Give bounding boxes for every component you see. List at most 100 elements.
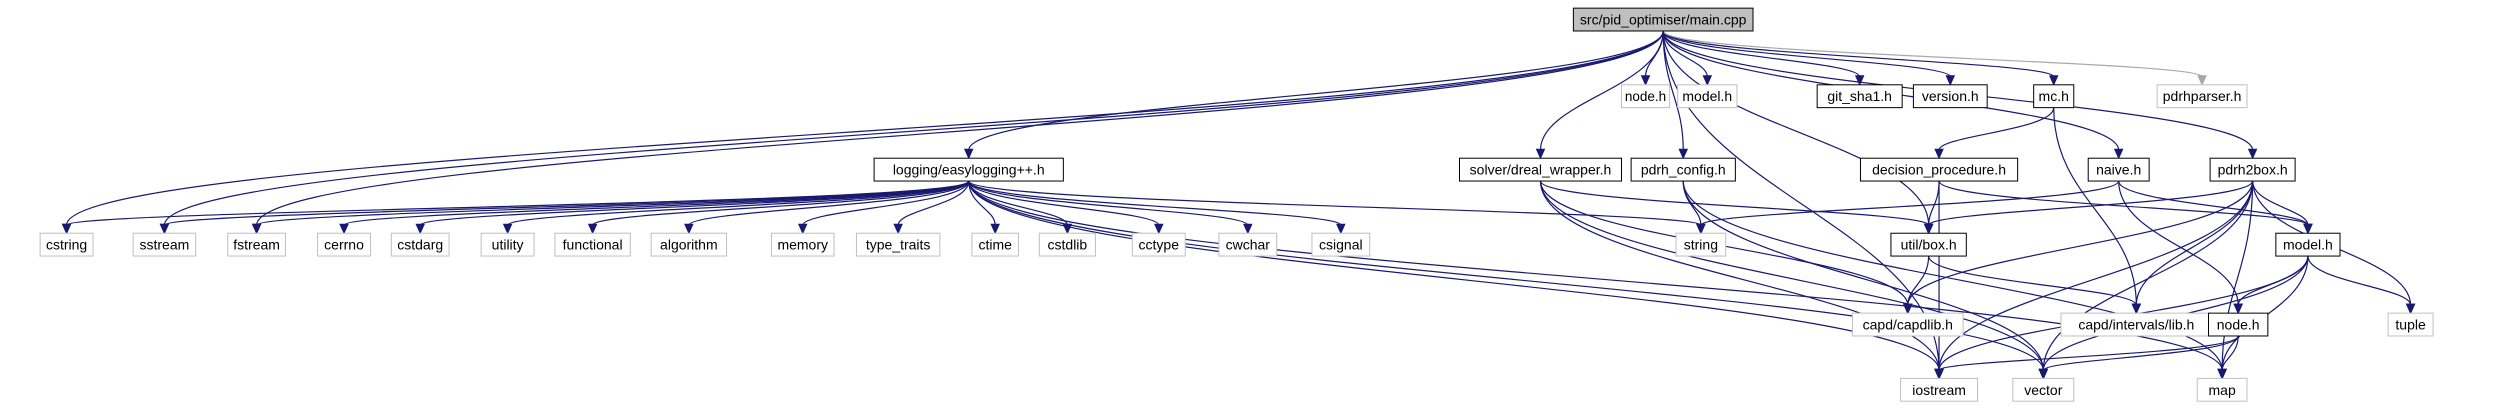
node-type-traits: type_traits [855,232,941,257]
edge-node_h-to-iostream [1934,335,2239,380]
edge-naive-to-string [1696,180,2120,235]
edge-easylogging-to-cstdarg [415,180,970,235]
node-label: pdrh2box.h [2218,162,2288,178]
node-fstream: fstream [227,232,286,257]
edge-pdrh2box-to-model_h [2252,180,2313,235]
edge-easylogging-to-ctime [968,181,1000,235]
node-label: fstream [233,237,280,253]
node-label: cstring [46,237,87,253]
edge-easylogging-to-type_traits [893,180,970,235]
node-label: mc.h [2039,88,2069,104]
node-pdrhparser: pdrhparser.h [2156,84,2248,109]
node-capd-capdlib: capd/capdlib.h [1851,312,1964,337]
edge-easylogging-to-fstream [251,180,970,235]
node-label: cctype [1139,237,1180,253]
edge-model_h-to-tuple [2307,255,2416,315]
node-pdrh2box[interactable]: pdrh2box.h [2209,157,2296,182]
edge-easylogging-to-cerrno [339,180,970,235]
edge-dreal_wrapper-to-vector [1539,181,2049,380]
edge-mc-to-capd_intervals [2053,107,2142,315]
node-iostream: iostream [1900,377,1979,402]
node-sstream: sstream [132,232,197,257]
edge-easylogging-to-functional [587,180,970,235]
node-label: algorithm [660,237,718,253]
node-model-h-top: model.h [1677,84,1738,109]
edge-main-to-git_sha1 [1662,30,1865,87]
node-node-h[interactable]: node.h [2207,312,2269,337]
edge-main-to-sstream [159,30,1664,235]
node-dreal-wrapper[interactable]: solver/dreal_wrapper.h [1459,157,1622,182]
edge-easylogging-to-cwchar [968,180,1253,235]
node-map: map [2196,377,2248,402]
edge-main-to-mc [1662,30,2059,87]
node-string: string [1675,232,1727,257]
edge-main-to-dreal_wrapper [1535,30,1664,160]
edge-mc-to-decision [1934,107,2055,160]
node-pdrh-config[interactable]: pdrh_config.h [1630,157,1736,182]
edge-easylogging-to-algorithm [684,180,970,235]
edge-main-to-fstream [251,30,1664,235]
node-label: decision_procedure.h [1872,162,2006,178]
node-label: pdrhparser.h [2163,88,2242,104]
node-cctype: cctype [1131,232,1186,257]
node-decision[interactable]: decision_procedure.h [1859,157,2019,182]
node-capd-intervals: capd/intervals/lib.h [2060,312,2213,337]
node-label: node.h [2217,317,2260,333]
node-cstdlib: cstdlib [1038,232,1096,257]
edge-node_h-to-map [2217,335,2239,380]
node-label: src/pid_optimiser/main.cpp [1580,12,1747,28]
node-functional: functional [554,232,631,257]
node-cstdarg: cstdarg [390,232,450,257]
node-label: ctime [978,237,1012,253]
node-algorithm: algorithm [650,232,728,257]
node-model-h[interactable]: model.h [2275,232,2341,257]
node-label: pdrh_config.h [1641,162,1726,178]
node-label: string [1684,237,1718,253]
node-cwchar: cwchar [1218,232,1278,257]
node-easylogging[interactable]: logging/easylogging++.h [873,157,1064,182]
edge-main-to-easylogging [963,30,1664,160]
edge-util_box-to-capd_capdlib [1903,256,1930,315]
node-label: iostream [1912,382,1966,398]
node-csignal: csignal [1311,232,1371,257]
edge-easylogging-to-cctype [968,180,1164,235]
node-label: sstream [139,237,189,253]
node-label: tuple [2395,317,2426,333]
node-label: node.h [1625,89,1666,104]
node-label: util/box.h [1901,237,1957,253]
node-label: functional [563,237,623,253]
node-git-sha1[interactable]: git_sha1.h [1816,84,1903,109]
edge-easylogging-to-memory [797,180,970,235]
node-cstring: cstring [39,232,94,257]
edge-main-to-model_h_top [1662,30,1713,87]
node-node-h-top: node.h [1620,84,1671,109]
node-main[interactable]: src/pid_optimiser/main.cpp [1572,7,1754,32]
node-label: type_traits [866,237,931,253]
node-label: vector [2024,382,2062,398]
edge-easylogging-to-csignal [968,180,1346,235]
edge-easylogging-to-utility [502,180,970,235]
node-cerrno: cerrno [317,232,371,257]
node-util-box[interactable]: util/box.h [1890,232,1967,257]
edge-easylogging-to-sstream [159,180,970,235]
edge-easylogging-to-cstring [61,180,970,235]
node-label: cwchar [1226,237,1271,253]
node-label: git_sha1.h [1827,88,1892,104]
edge-naive-to-node_h [2118,181,2243,315]
node-label: memory [777,237,828,253]
node-label: capd/intervals/lib.h [2078,317,2194,333]
node-tuple: tuple [2387,312,2434,337]
node-label: cstdarg [397,237,443,253]
node-version[interactable]: version.h [1912,84,1988,109]
edge-main-to-pdrhparser [1662,30,2207,87]
node-vector: vector [2012,377,2075,402]
edge-util_box-to-capd_intervals [1928,255,2142,315]
node-naive[interactable]: naive.h [2087,157,2150,182]
node-label: logging/easylogging++.h [893,162,1045,178]
node-utility: utility [480,232,535,257]
node-label: naive.h [2096,162,2141,178]
node-label: model.h [1682,88,1732,104]
node-mc[interactable]: mc.h [2033,84,2075,109]
edge-main-to-version [1662,30,1956,87]
